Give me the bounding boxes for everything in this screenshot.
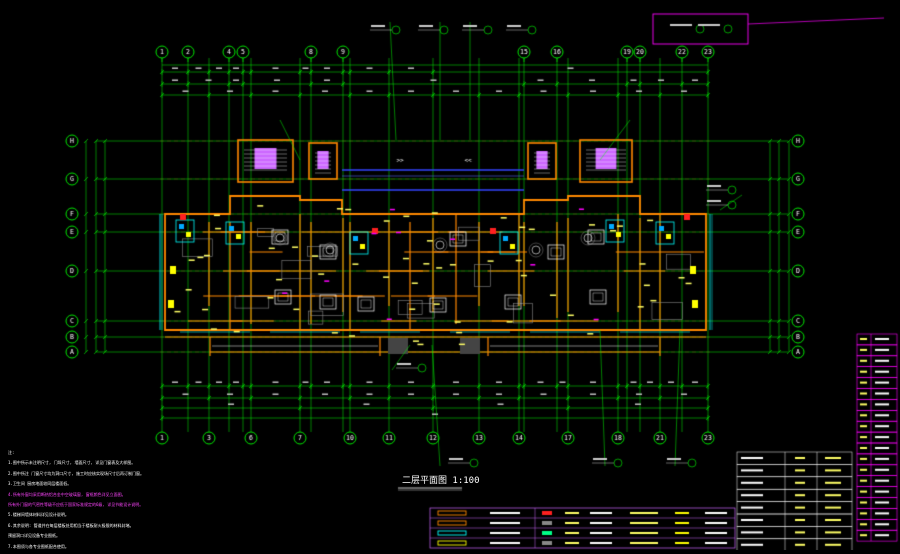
drawing-title: 二层平面图 1:100 xyxy=(402,476,480,486)
note-line: 3.卫生间 厨房地面较同层楼面低。 xyxy=(8,481,72,487)
design-notes: 注: 1.图中所示未注明尺寸, 门垛尺寸, 墙面尺寸, 详见门窗表及大样图。 2… xyxy=(8,450,144,554)
note-line: 2.图中所注 门窗尺寸均为洞口尺寸, 施工时应核实现场尺寸后再订制门窗。 xyxy=(8,470,145,476)
note-line: 5.楼梯间墙体材料详见设计说明。 xyxy=(8,512,69,518)
note-line: 所有外门窗的气密性等级不应低于国家标准规定的6级, 详见节能设计说明。 xyxy=(8,501,144,507)
note-line: 6.其余说明: 管道井在每层楼板处用相当于楼板耐火极限的材料封堵。 xyxy=(8,522,134,528)
note-line: 预留洞口详见设备专业图纸。 xyxy=(8,533,60,539)
note-line: 1.图中所示未注明尺寸, 门垛尺寸, 墙面尺寸, 详见门窗表及大样图。 xyxy=(8,460,136,466)
note-line: 注: xyxy=(8,450,15,455)
note-line: 4.所有外窗均采用断热铝合金中空玻璃窗, 窗框颜色详见立面图。 xyxy=(8,491,126,497)
note-line: 7.本图须与各专业图纸配合使用。 xyxy=(8,543,69,549)
